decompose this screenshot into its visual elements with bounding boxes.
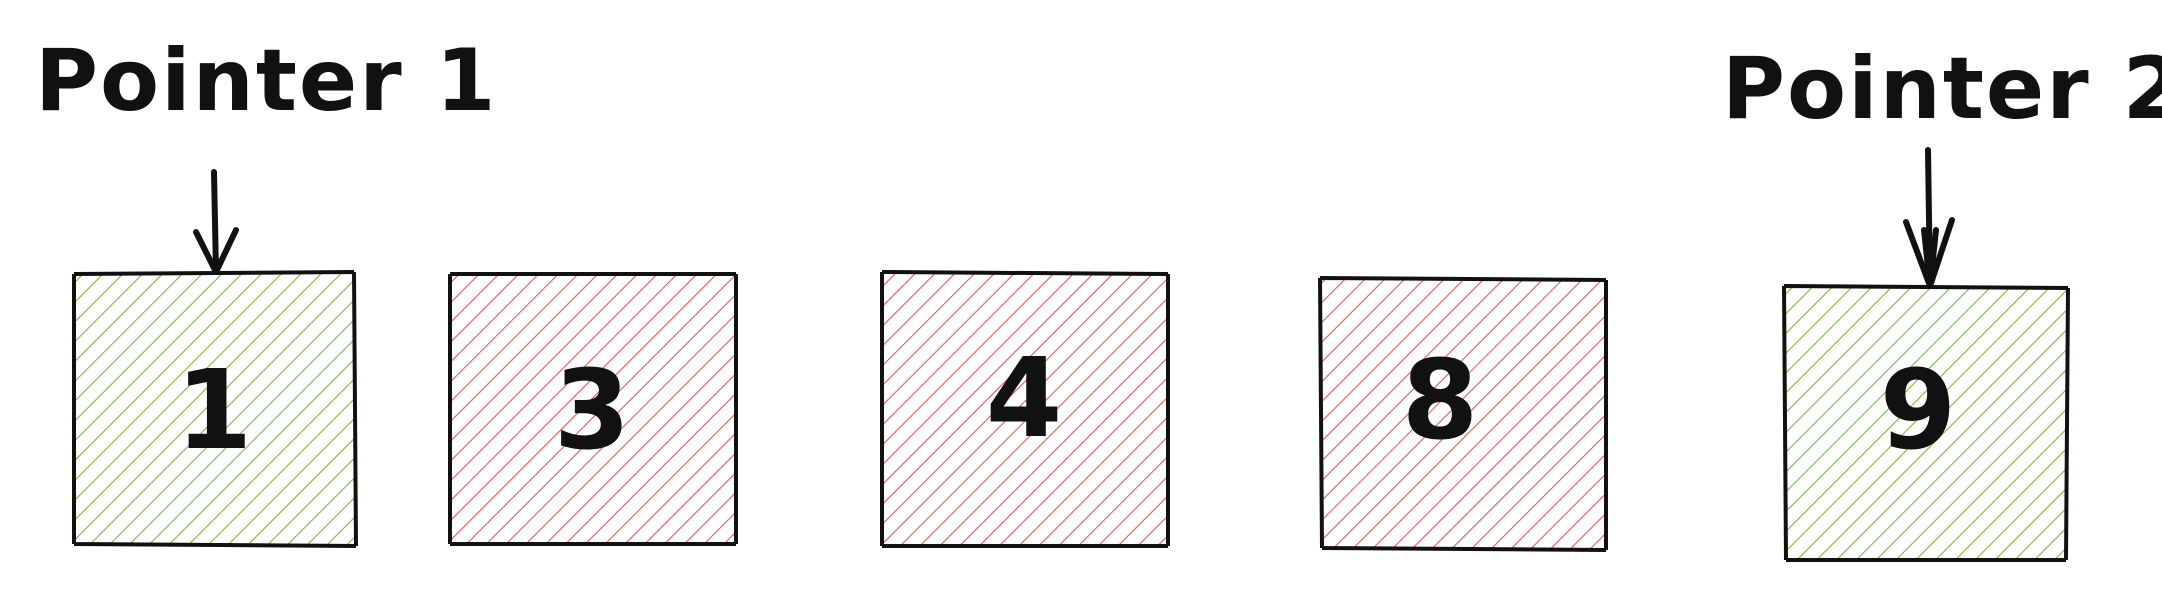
array-box-value: 8 [1402,336,1479,464]
array-box-4: 8 [1318,276,1608,552]
array-box-1: 1 [72,270,358,548]
pointer-2-label: Pointer 2 [1722,39,2162,139]
pointer-1-label: Pointer 1 [35,31,497,131]
pointer-2-arrow-icon [1903,147,1955,289]
array-box-value: 1 [176,346,253,474]
array-box-5: 9 [1782,284,2070,562]
array-box-value: 4 [986,334,1063,462]
array-box-2: 3 [448,272,738,546]
pointer-1-arrow-icon [193,169,239,275]
array-box-3: 4 [880,270,1170,548]
array-box-value: 9 [1880,346,1957,474]
array-box-value: 3 [554,346,631,474]
